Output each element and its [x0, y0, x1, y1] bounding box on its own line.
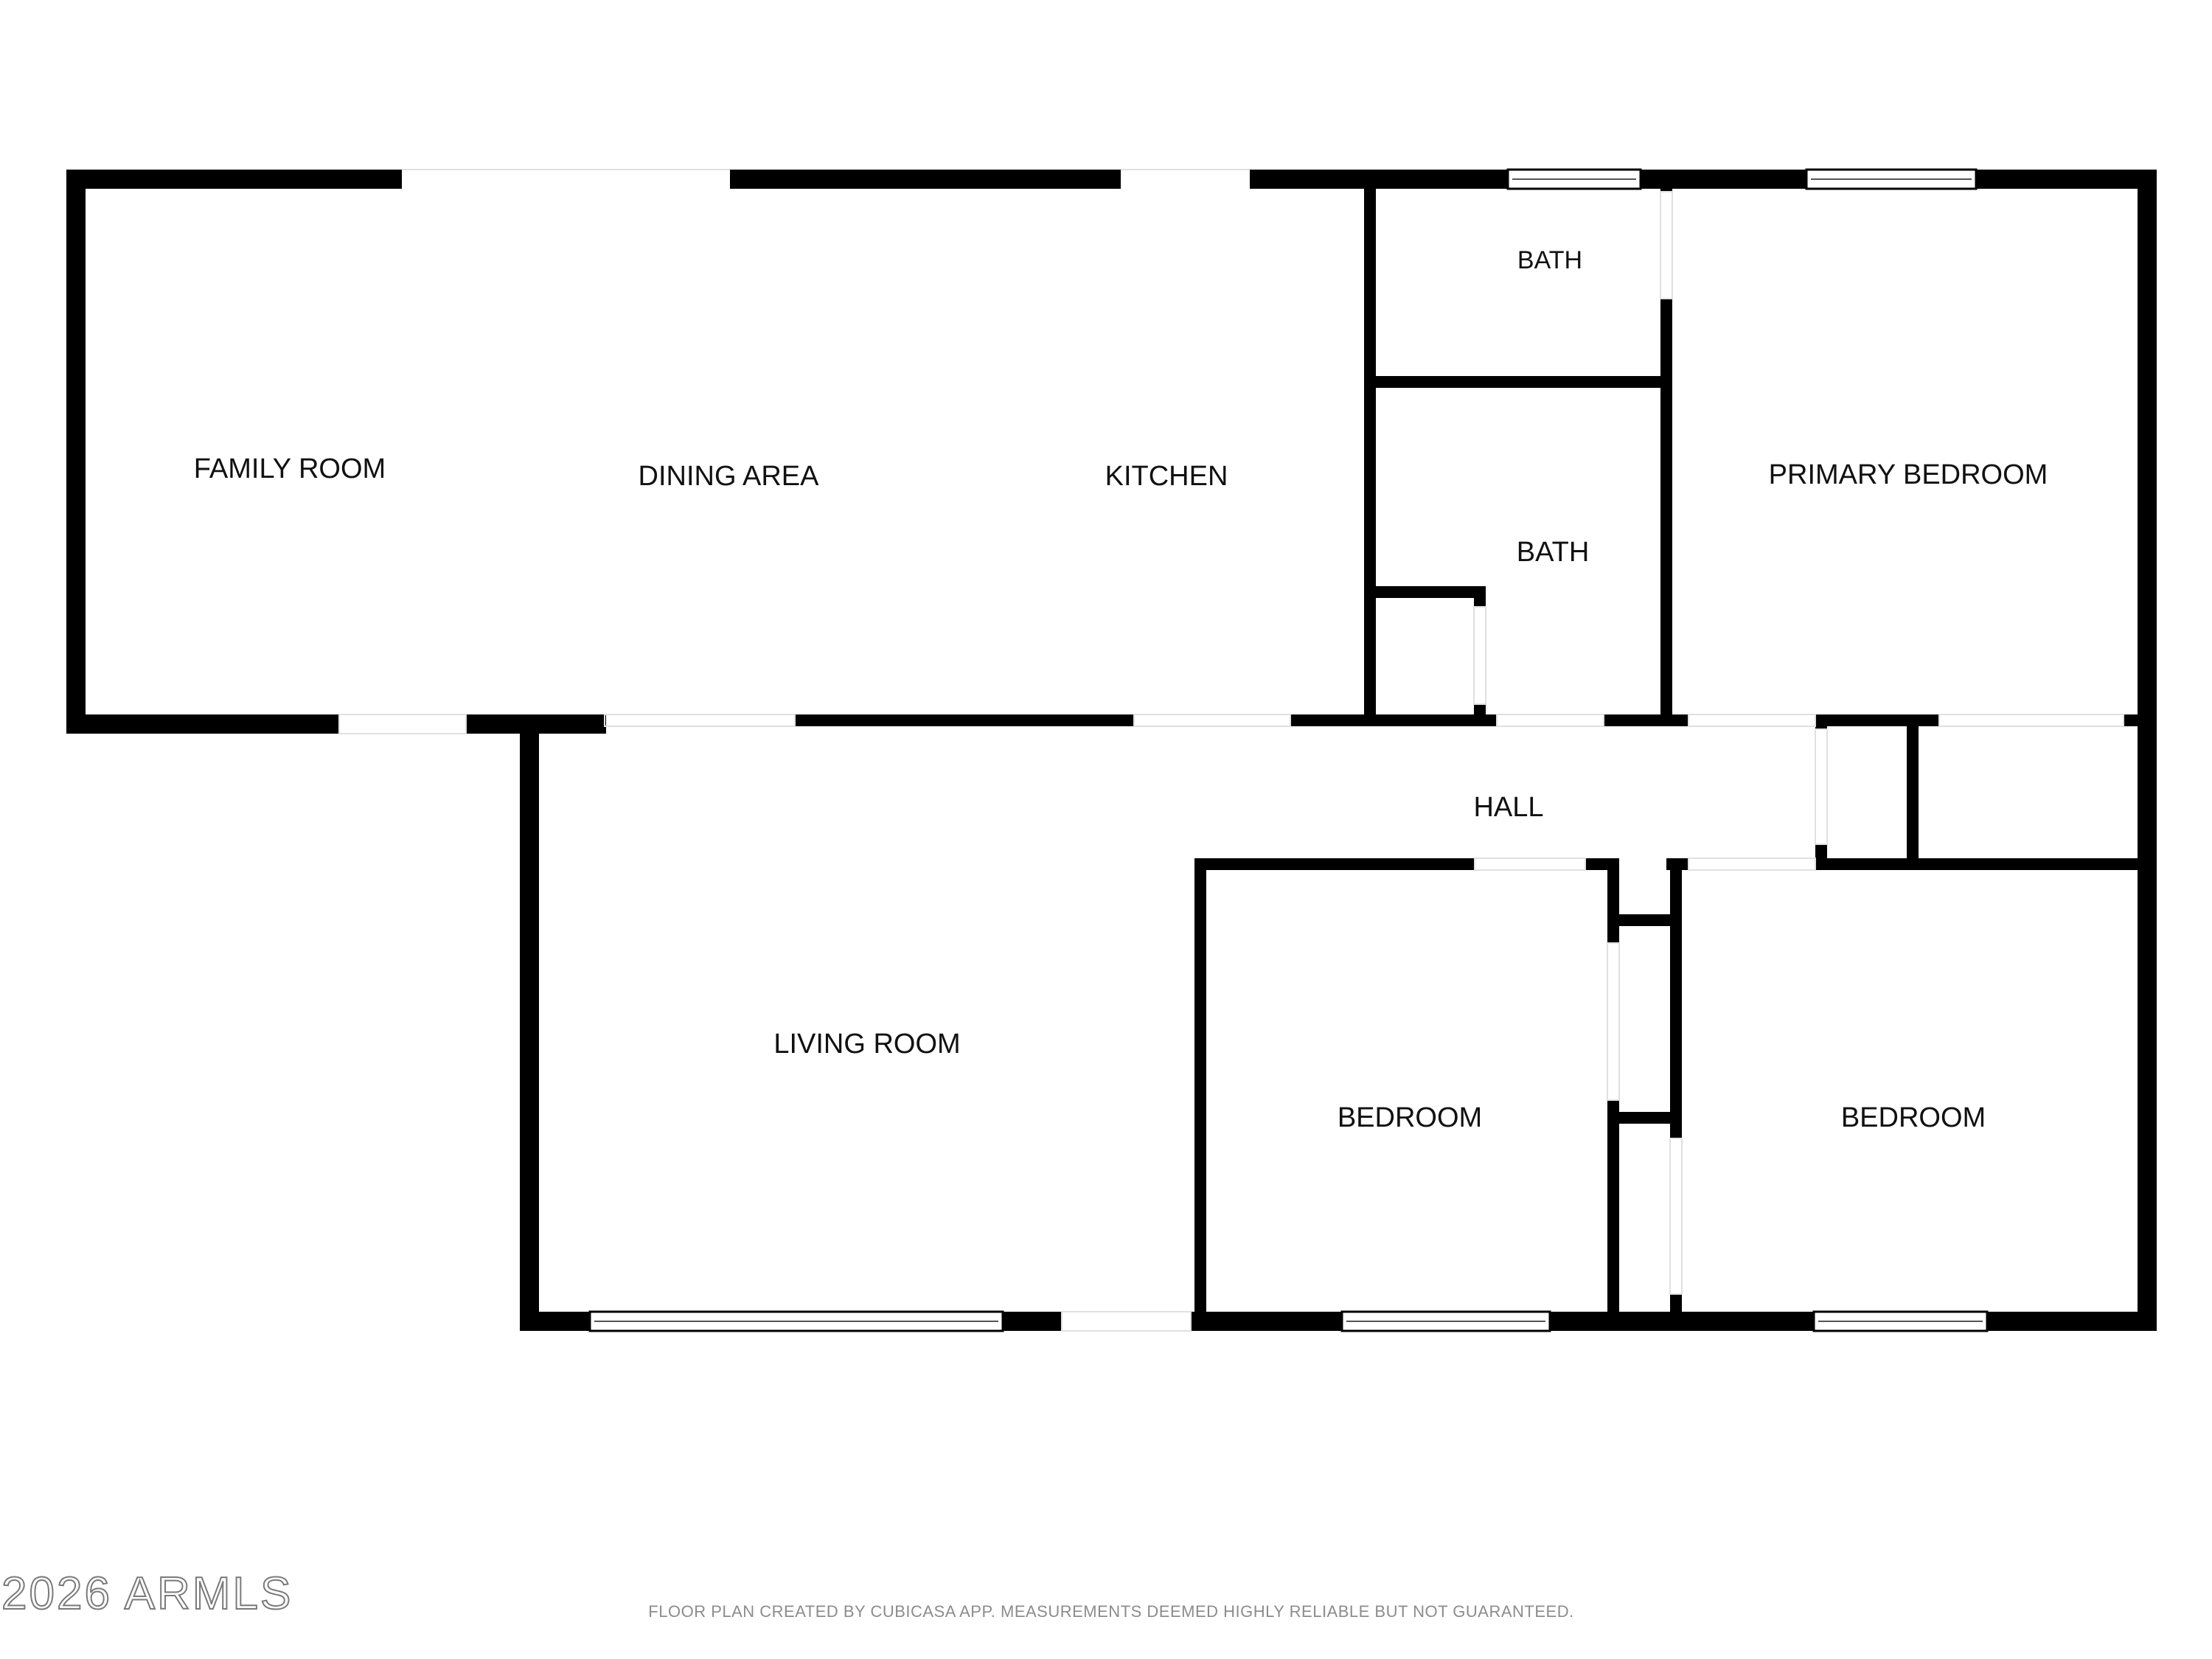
wall-mid-1	[520, 714, 605, 726]
opening-bed1-door	[1474, 858, 1586, 871]
wall-closet-right-1	[1670, 858, 1682, 1138]
footer-disclaimer: FLOOR PLAN CREATED BY CUBICASA APP. MEAS…	[648, 1602, 1573, 1621]
wall-kitchen-bath	[1364, 181, 1376, 726]
wall-bottom-2	[1003, 1312, 1062, 1331]
opening-mid-1	[604, 714, 796, 727]
wall-left-living	[520, 714, 539, 1331]
interior-walls	[520, 181, 2147, 1324]
wall-right	[2138, 170, 2157, 1331]
window-primary-top	[1805, 168, 1978, 190]
wall-bottom-1	[520, 1312, 590, 1331]
opening-bath-closet-door	[1473, 606, 1486, 705]
exterior-walls	[66, 170, 2157, 1331]
opening-bath-door	[1496, 714, 1604, 727]
wall-bath-primary-1	[1660, 181, 1672, 192]
room-labels: FAMILY ROOM DINING AREA KITCHEN BATH BAT…	[194, 246, 2048, 1133]
wall-bath-closet-side-2	[1474, 704, 1486, 726]
opening-living-bottom	[1061, 1311, 1192, 1332]
wall-bed1-left	[1194, 858, 1206, 1323]
opening-mid-2	[1133, 714, 1291, 727]
label-living-room: LIVING ROOM	[773, 1029, 960, 1060]
label-dining-area: DINING AREA	[639, 461, 820, 492]
wall-bottom-5	[1987, 1312, 2157, 1331]
openings	[338, 169, 2124, 1332]
wall-left-family	[66, 170, 86, 734]
opening-bath-upper-door	[1660, 191, 1673, 299]
label-primary-bedroom: PRIMARY BEDROOM	[1769, 459, 2048, 490]
wall-closet-right-2	[1670, 1294, 1682, 1324]
wall-bottom-3	[1191, 1312, 1342, 1331]
copyright-watermark: 2026 ARMLS	[1, 1568, 293, 1619]
wall-closet-shelf-1	[1607, 914, 1681, 926]
wall-closet-left-2	[1607, 1100, 1619, 1321]
opening-closet-right-door	[1669, 1138, 1683, 1295]
opening-bed2-door	[1688, 858, 1816, 871]
windows	[588, 168, 1989, 1332]
wall-top-1	[66, 170, 402, 189]
label-bath-upper: BATH	[1517, 246, 1582, 274]
wall-mid-6	[2124, 714, 2146, 726]
label-bedroom-left: BEDROOM	[1338, 1102, 1482, 1133]
opening-linen-door	[1815, 728, 1828, 845]
wall-hall-closet-mid	[1907, 714, 1919, 870]
label-kitchen: KITCHEN	[1105, 461, 1228, 492]
wall-bath-primary-2	[1660, 299, 1672, 726]
window-bed2-bottom	[1812, 1310, 1989, 1332]
label-family-room: FAMILY ROOM	[194, 453, 386, 484]
wall-closet-shelf-2	[1607, 1112, 1681, 1124]
label-bedroom-right: BEDROOM	[1841, 1102, 1986, 1133]
opening-closet-left-door	[1607, 942, 1620, 1101]
wall-mid-2	[795, 714, 1134, 726]
wall-mid-5	[1815, 714, 1939, 726]
opening-primary-door	[1688, 714, 1816, 727]
wall-top-5	[1976, 170, 2157, 189]
opening-closet-door	[1938, 714, 2124, 727]
wall-bath-closet-top	[1364, 586, 1486, 598]
window-bed1-bottom	[1340, 1310, 1551, 1332]
window-living-bottom	[588, 1310, 1004, 1332]
wall-bottom-family-1	[66, 714, 339, 734]
wall-mid-3	[1290, 714, 1497, 726]
wall-closet-left-1	[1607, 858, 1619, 943]
wall-hall-closet-bottom-1	[1815, 858, 1919, 870]
wall-bed1-top-1	[1194, 858, 1475, 870]
label-hall: HALL	[1473, 792, 1543, 823]
wall-mid-4	[1604, 714, 1688, 726]
wall-top-2	[730, 170, 1121, 189]
wall-bath-closet-side-1	[1474, 586, 1486, 607]
label-bath-lower: BATH	[1517, 537, 1590, 568]
wall-hall-closet-bottom-2	[1919, 858, 2147, 870]
wall-bath-divider	[1364, 376, 1666, 388]
wall-top-3	[1250, 170, 1508, 189]
window-bath-top	[1506, 168, 1642, 190]
opening-family-bottom	[338, 714, 467, 734]
wall-hall-closet-left-1	[1815, 714, 1827, 729]
